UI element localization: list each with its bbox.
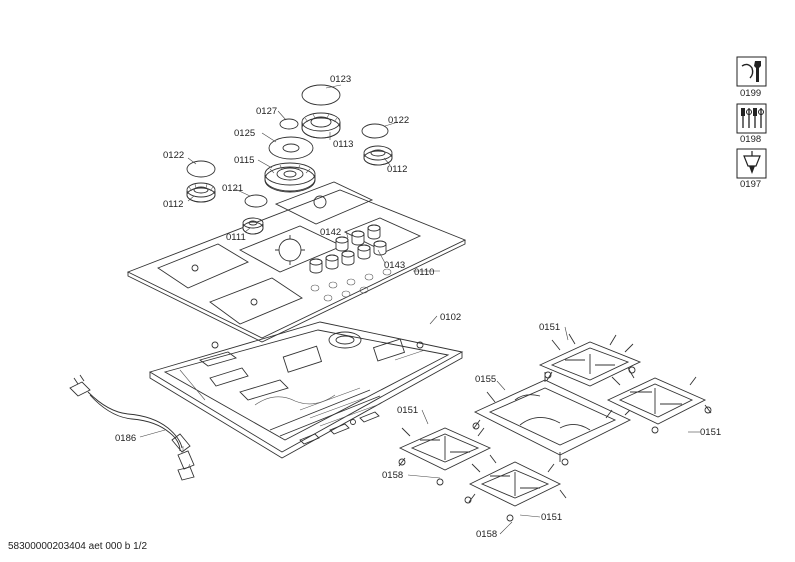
label-0151-bottom: 0151 <box>541 512 562 523</box>
burner-auxiliary <box>242 194 268 235</box>
part-labels: 0123 0127 0125 0113 0122 0112 0122 0112 … <box>115 74 721 540</box>
label-0102: 0102 <box>440 312 461 323</box>
pan-support-center-wok <box>472 372 634 466</box>
label-0121: 0121 <box>222 183 243 194</box>
power-cord <box>69 374 195 481</box>
label-0155: 0155 <box>475 374 496 385</box>
burner-wok <box>264 118 316 193</box>
label-0113: 0113 <box>333 139 353 150</box>
label-0122-right: 0122 <box>388 115 409 126</box>
label-0151-top: 0151 <box>539 322 560 333</box>
control-knobs <box>309 224 387 274</box>
tool-code-0197: 0197 <box>740 179 761 190</box>
wrench-icon <box>741 61 761 82</box>
label-0111: 0111 <box>226 232 246 243</box>
pan-support-right <box>605 376 712 434</box>
grease-tube-icon <box>743 151 761 174</box>
burner-right <box>361 123 393 166</box>
toolbox-grease: 0197 <box>736 148 767 190</box>
screwdriver-set-icon <box>741 108 764 128</box>
label-0158-lower: 0158 <box>476 529 497 540</box>
pan-support-top-right <box>538 333 642 387</box>
label-0142: 0142 <box>320 227 341 238</box>
burner-rapid <box>301 84 341 139</box>
label-0125: 0125 <box>234 128 255 139</box>
leader-lines <box>139 84 700 535</box>
label-0143: 0143 <box>384 260 405 271</box>
label-0122-left: 0122 <box>163 150 184 161</box>
tool-code-0199: 0199 <box>740 88 761 99</box>
label-0151-left: 0151 <box>397 405 418 416</box>
hob-base-housing <box>148 321 464 459</box>
label-0186: 0186 <box>115 433 136 444</box>
label-0127: 0127 <box>256 106 277 117</box>
label-0115: 0115 <box>234 155 254 166</box>
toolbox-screwdrivers: 0198 <box>736 103 767 145</box>
document-footer-code: 58300000203404 aet 000 b 1/2 <box>8 541 148 552</box>
label-0112-left: 0112 <box>163 199 183 210</box>
label-0110: 0110 <box>414 267 434 278</box>
hob-top-plate <box>126 181 467 343</box>
tool-code-0198: 0198 <box>740 134 761 145</box>
toolbox-wrench: 0199 <box>736 56 767 99</box>
label-0158-upper: 0158 <box>382 470 403 481</box>
pan-support-bottom <box>464 461 567 522</box>
label-0151-right: 0151 <box>700 427 721 438</box>
label-0112-right: 0112 <box>387 164 407 175</box>
label-0123: 0123 <box>330 74 351 85</box>
pan-support-left <box>398 427 497 486</box>
burner-left <box>186 160 216 203</box>
